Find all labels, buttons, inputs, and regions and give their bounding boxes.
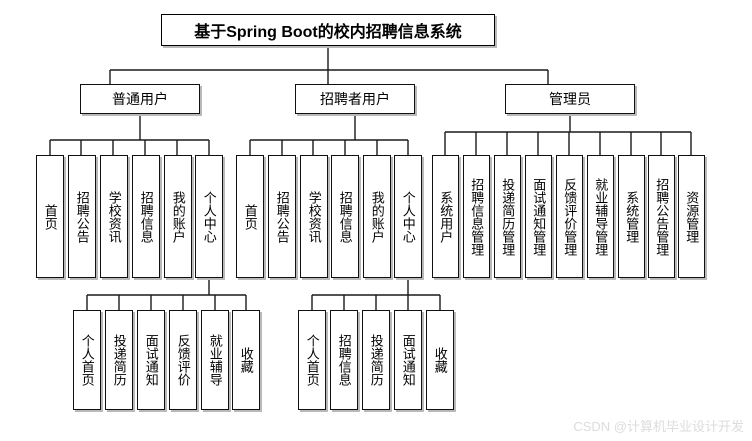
level4-node-recruiter-center-submitted-resume[interactable]: 投递简历 (362, 310, 390, 410)
node-label: 面试通知 (143, 334, 159, 386)
level3-node-user-recruit-notice[interactable]: 招聘公告 (68, 155, 96, 278)
node-label: 招聘信息管理 (469, 177, 485, 256)
level3-node-user-home[interactable]: 首页 (36, 155, 64, 278)
root-node-system-title: 基于Spring Boot的校内招聘信息系统 (161, 14, 495, 46)
node-label: 投递简历 (368, 334, 384, 386)
node-label: 资源管理 (684, 190, 700, 243)
node-label: 系统用户 (438, 190, 454, 243)
node-label: 反馈评价管理 (562, 177, 578, 256)
level3-node-admin-interview-notice-mgmt[interactable]: 面试通知管理 (525, 155, 552, 278)
level4-node-user-center-home[interactable]: 个人首页 (73, 310, 101, 410)
level2-label: 招聘者用户 (320, 91, 390, 107)
level3-node-recruiter-my-account[interactable]: 我的账户 (363, 155, 391, 278)
level3-node-recruiter-school-news[interactable]: 学校资讯 (300, 155, 328, 278)
node-label: 招聘信息 (336, 334, 352, 386)
node-label: 我的账户 (369, 190, 385, 243)
node-label: 就业辅导 (207, 334, 223, 386)
node-label: 招聘公告 (74, 190, 90, 243)
node-label: 收藏 (432, 347, 448, 373)
level2-node-normal-user[interactable]: 普通用户 (80, 84, 200, 114)
level3-node-user-personal-center[interactable]: 个人中心 (195, 155, 223, 278)
node-label: 个人首页 (79, 334, 95, 386)
level4-node-user-center-feedback[interactable]: 反馈评价 (169, 310, 197, 410)
node-label: 招聘信息 (337, 190, 353, 243)
level3-node-admin-resume-mgmt[interactable]: 投递简历管理 (494, 155, 521, 278)
level3-node-admin-resource-mgmt[interactable]: 资源管理 (678, 155, 705, 278)
level3-node-user-my-account[interactable]: 我的账户 (164, 155, 192, 278)
level3-node-recruiter-home[interactable]: 首页 (236, 155, 264, 278)
node-label: 面试通知管理 (531, 177, 547, 256)
node-label: 就业辅导管理 (593, 177, 609, 256)
level4-node-user-center-career-guidance[interactable]: 就业辅导 (201, 310, 229, 410)
level2-label: 普通用户 (112, 91, 168, 107)
level4-node-recruiter-center-interview-notice[interactable]: 面试通知 (394, 310, 422, 410)
level3-node-recruiter-personal-center[interactable]: 个人中心 (394, 155, 422, 278)
level2-label: 管理员 (549, 91, 591, 107)
node-label: 系统管理 (624, 190, 640, 243)
watermark-text: CSDN @计算机毕业设计开发 (573, 419, 744, 434)
level2-node-administrator[interactable]: 管理员 (505, 84, 635, 114)
node-label: 投递简历管理 (500, 177, 516, 256)
level3-node-recruiter-job-info[interactable]: 招聘信息 (331, 155, 359, 278)
node-label: 学校资讯 (106, 190, 122, 243)
level4-node-user-center-favorites[interactable]: 收藏 (232, 310, 260, 410)
node-label: 个人首页 (304, 334, 320, 386)
level2-node-recruiter-user[interactable]: 招聘者用户 (295, 84, 415, 114)
level3-node-admin-notice-mgmt[interactable]: 招聘公告管理 (648, 155, 675, 278)
node-label: 反馈评价 (175, 334, 191, 386)
level3-node-admin-career-guidance-mgmt[interactable]: 就业辅导管理 (587, 155, 614, 278)
node-label: 学校资讯 (306, 190, 322, 243)
level4-node-user-center-submitted-resume[interactable]: 投递简历 (105, 310, 133, 410)
node-label: 首页 (242, 203, 258, 230)
node-label: 招聘信息 (138, 190, 154, 243)
node-label: 首页 (42, 203, 58, 230)
level3-node-admin-system-mgmt[interactable]: 系统管理 (618, 155, 645, 278)
node-label: 我的账户 (170, 190, 186, 243)
level3-node-admin-system-user[interactable]: 系统用户 (432, 155, 459, 278)
level3-node-admin-feedback-mgmt[interactable]: 反馈评价管理 (556, 155, 583, 278)
node-label: 投递简历 (111, 334, 127, 386)
level4-node-user-center-interview-notice[interactable]: 面试通知 (137, 310, 165, 410)
level3-node-user-job-info[interactable]: 招聘信息 (132, 155, 160, 278)
node-label: 个人中心 (400, 190, 416, 243)
level3-node-recruiter-recruit-notice[interactable]: 招聘公告 (268, 155, 296, 278)
level3-node-admin-job-info-mgmt[interactable]: 招聘信息管理 (463, 155, 490, 278)
node-label: 个人中心 (201, 190, 217, 243)
root-node-label: 基于Spring Boot的校内招聘信息系统 (194, 24, 462, 41)
node-label: 招聘公告管理 (654, 177, 670, 256)
node-label: 面试通知 (400, 334, 416, 386)
level4-node-recruiter-center-home[interactable]: 个人首页 (298, 310, 326, 410)
level4-node-recruiter-center-favorites[interactable]: 收藏 (426, 310, 454, 410)
node-label: 招聘公告 (274, 190, 290, 243)
level4-node-recruiter-center-job-info[interactable]: 招聘信息 (330, 310, 358, 410)
node-label: 收藏 (238, 347, 254, 373)
level3-node-user-school-news[interactable]: 学校资讯 (100, 155, 128, 278)
